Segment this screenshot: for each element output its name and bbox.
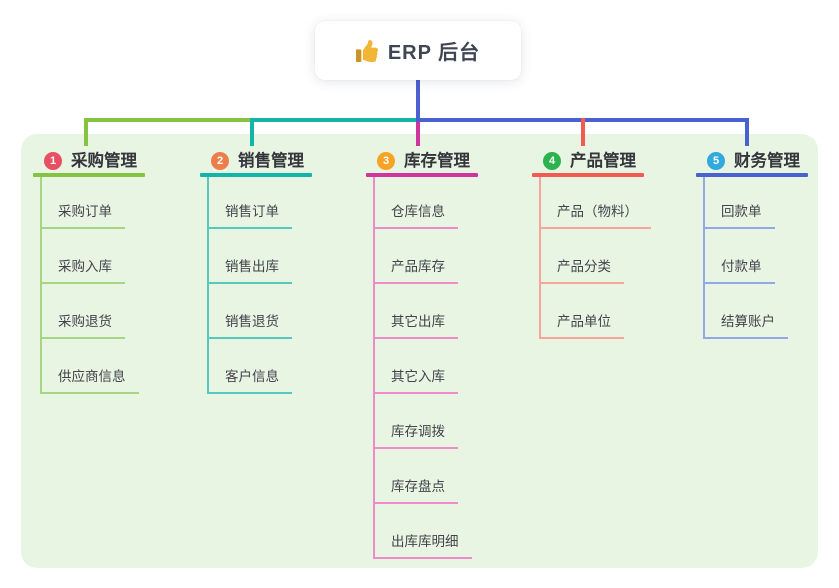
branch-node-4[interactable]: 4 产品管理 [543,151,636,171]
branch-title: 销售管理 [238,152,304,170]
connector-drop-1 [84,118,88,146]
branch-title: 财务管理 [734,152,800,170]
child-node[interactable]: 采购订单 [40,202,125,229]
branch-title: 库存管理 [404,152,470,170]
child-node[interactable]: 产品（物料） [539,202,651,229]
branch-node-2[interactable]: 2 销售管理 [211,151,304,171]
child-node[interactable]: 产品分类 [539,257,624,284]
branch-number-badge: 1 [44,152,62,170]
branch-underline [532,173,644,177]
child-node[interactable]: 采购退货 [40,312,125,339]
connector-drop-2 [250,118,254,146]
branch-underline [696,173,808,177]
branch-underline [200,173,312,177]
child-node[interactable]: 结算账户 [703,312,788,339]
connector-drop-4 [581,118,585,146]
root-node-label: ERP 后台 [387,42,481,64]
child-node[interactable]: 销售订单 [207,202,292,229]
connector-drop-3 [416,122,420,146]
branch-child-line [207,177,209,394]
child-node[interactable]: 库存调拨 [373,422,458,449]
thumbs-up-icon [355,39,378,62]
child-node[interactable]: 其它出库 [373,312,458,339]
branch-title: 采购管理 [71,152,137,170]
branch-underline [33,173,145,177]
child-node[interactable]: 产品库存 [373,257,458,284]
branch-child-line [373,177,375,559]
connector-drop-5 [745,118,749,146]
branch-node-3[interactable]: 3 库存管理 [377,151,470,171]
child-node[interactable]: 库存盘点 [373,477,458,504]
connector-bus-mid [250,118,416,122]
child-node[interactable]: 销售退货 [207,312,292,339]
child-node[interactable]: 其它入库 [373,367,458,394]
child-node[interactable]: 付款单 [703,257,775,284]
branch-title: 产品管理 [570,152,636,170]
branch-node-5[interactable]: 5 财务管理 [707,151,800,171]
branches-panel [21,134,818,568]
branch-node-1[interactable]: 1 采购管理 [44,151,137,171]
branch-child-line [703,177,705,339]
branch-number-badge: 4 [543,152,561,170]
branch-number-badge: 5 [707,152,725,170]
child-node[interactable]: 仓库信息 [373,202,458,229]
connector-root-stem [416,80,420,122]
child-node[interactable]: 出库库明细 [373,532,472,559]
branch-number-badge: 2 [211,152,229,170]
child-node[interactable]: 回款单 [703,202,775,229]
branch-child-line [539,177,541,339]
root-node[interactable]: ERP 后台 [315,21,521,80]
child-node[interactable]: 采购入库 [40,257,125,284]
child-node[interactable]: 客户信息 [207,367,292,394]
connector-bus-left [84,118,250,122]
branch-child-line [40,177,42,394]
child-node[interactable]: 销售出库 [207,257,292,284]
branch-number-badge: 3 [377,152,395,170]
child-node[interactable]: 产品单位 [539,312,624,339]
child-node[interactable]: 供应商信息 [40,367,139,394]
branch-underline [366,173,478,177]
